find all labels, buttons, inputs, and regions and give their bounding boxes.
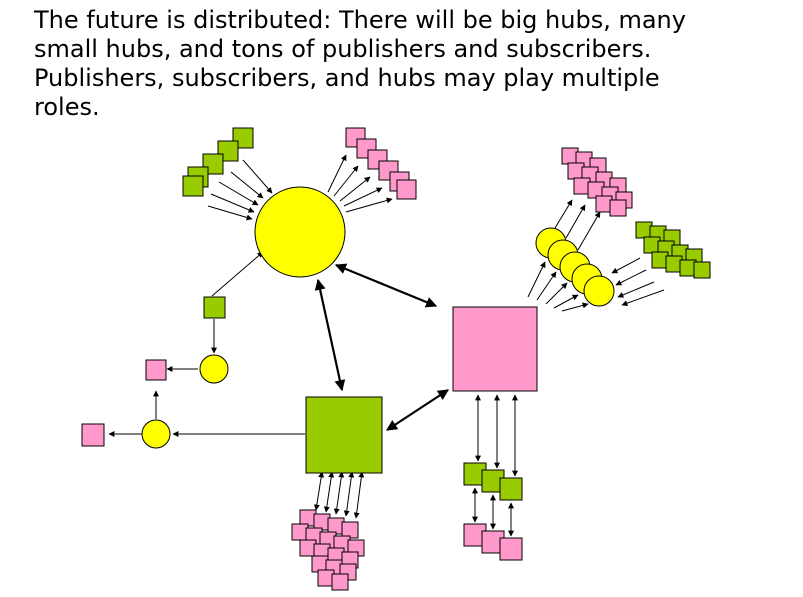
feed-arrow (561, 302, 589, 312)
publish-arrow (615, 269, 647, 286)
publish-arrow (242, 159, 273, 194)
big-hub-circle (254, 186, 346, 278)
publisher-square (203, 296, 226, 319)
small-hub-circle (141, 419, 171, 449)
subscribe-arrow (327, 154, 347, 193)
publish-arrow (211, 251, 264, 297)
slide-caption: The future is distributed: There will be… (34, 6, 794, 122)
publisher-square (182, 175, 204, 197)
hub-link-arrow (386, 389, 449, 431)
publisher-square (499, 477, 523, 501)
subscribe-arrow (343, 187, 383, 207)
subscriber-square (609, 199, 627, 217)
hub-link-arrow (334, 263, 438, 308)
caption-line-2: small hubs, and tons of publishers and s… (34, 35, 652, 63)
subscriber-square (396, 179, 417, 200)
publish-arrow (218, 181, 259, 206)
feed-arrow (527, 261, 546, 298)
feed-arrow (553, 294, 579, 309)
big-publisher-hub-square (305, 396, 383, 474)
subscribe-arrow (339, 176, 371, 202)
small-hub-circle (583, 275, 615, 307)
subscriber-square (145, 359, 167, 381)
subscribe-arrow (577, 211, 601, 251)
caption-line-1: The future is distributed: There will be… (34, 6, 686, 34)
big-subscriber-hub-square (452, 306, 538, 392)
feed-arrow (545, 282, 568, 305)
subscribe-arrow (333, 471, 345, 515)
publish-arrow (210, 193, 255, 213)
subscribe-arrow (323, 471, 335, 513)
caption-line-3: Publishers, subscribers, and hubs may pl… (34, 64, 660, 92)
subscribe-arrow (333, 165, 359, 197)
subscribe-arrow (554, 199, 573, 229)
publish-arrow (230, 171, 264, 199)
subscriber-square (499, 537, 523, 561)
publish-arrow (621, 289, 665, 307)
small-hub-circle (199, 354, 229, 384)
caption-line-4: roles. (34, 93, 100, 121)
publish-arrow (617, 281, 655, 298)
subscriber-square (331, 573, 349, 591)
subscribe-arrow (353, 471, 365, 519)
publish-arrow (611, 257, 641, 274)
subscribe-arrow (345, 197, 393, 213)
feed-arrow (536, 271, 557, 301)
subscriber-square (81, 423, 105, 447)
publish-arrow (207, 205, 253, 221)
hub-link-arrow (314, 278, 346, 392)
subscribe-arrow (313, 471, 325, 511)
publisher-square (693, 261, 711, 279)
subscribe-arrow (565, 204, 586, 239)
subscribe-arrow (343, 471, 355, 517)
